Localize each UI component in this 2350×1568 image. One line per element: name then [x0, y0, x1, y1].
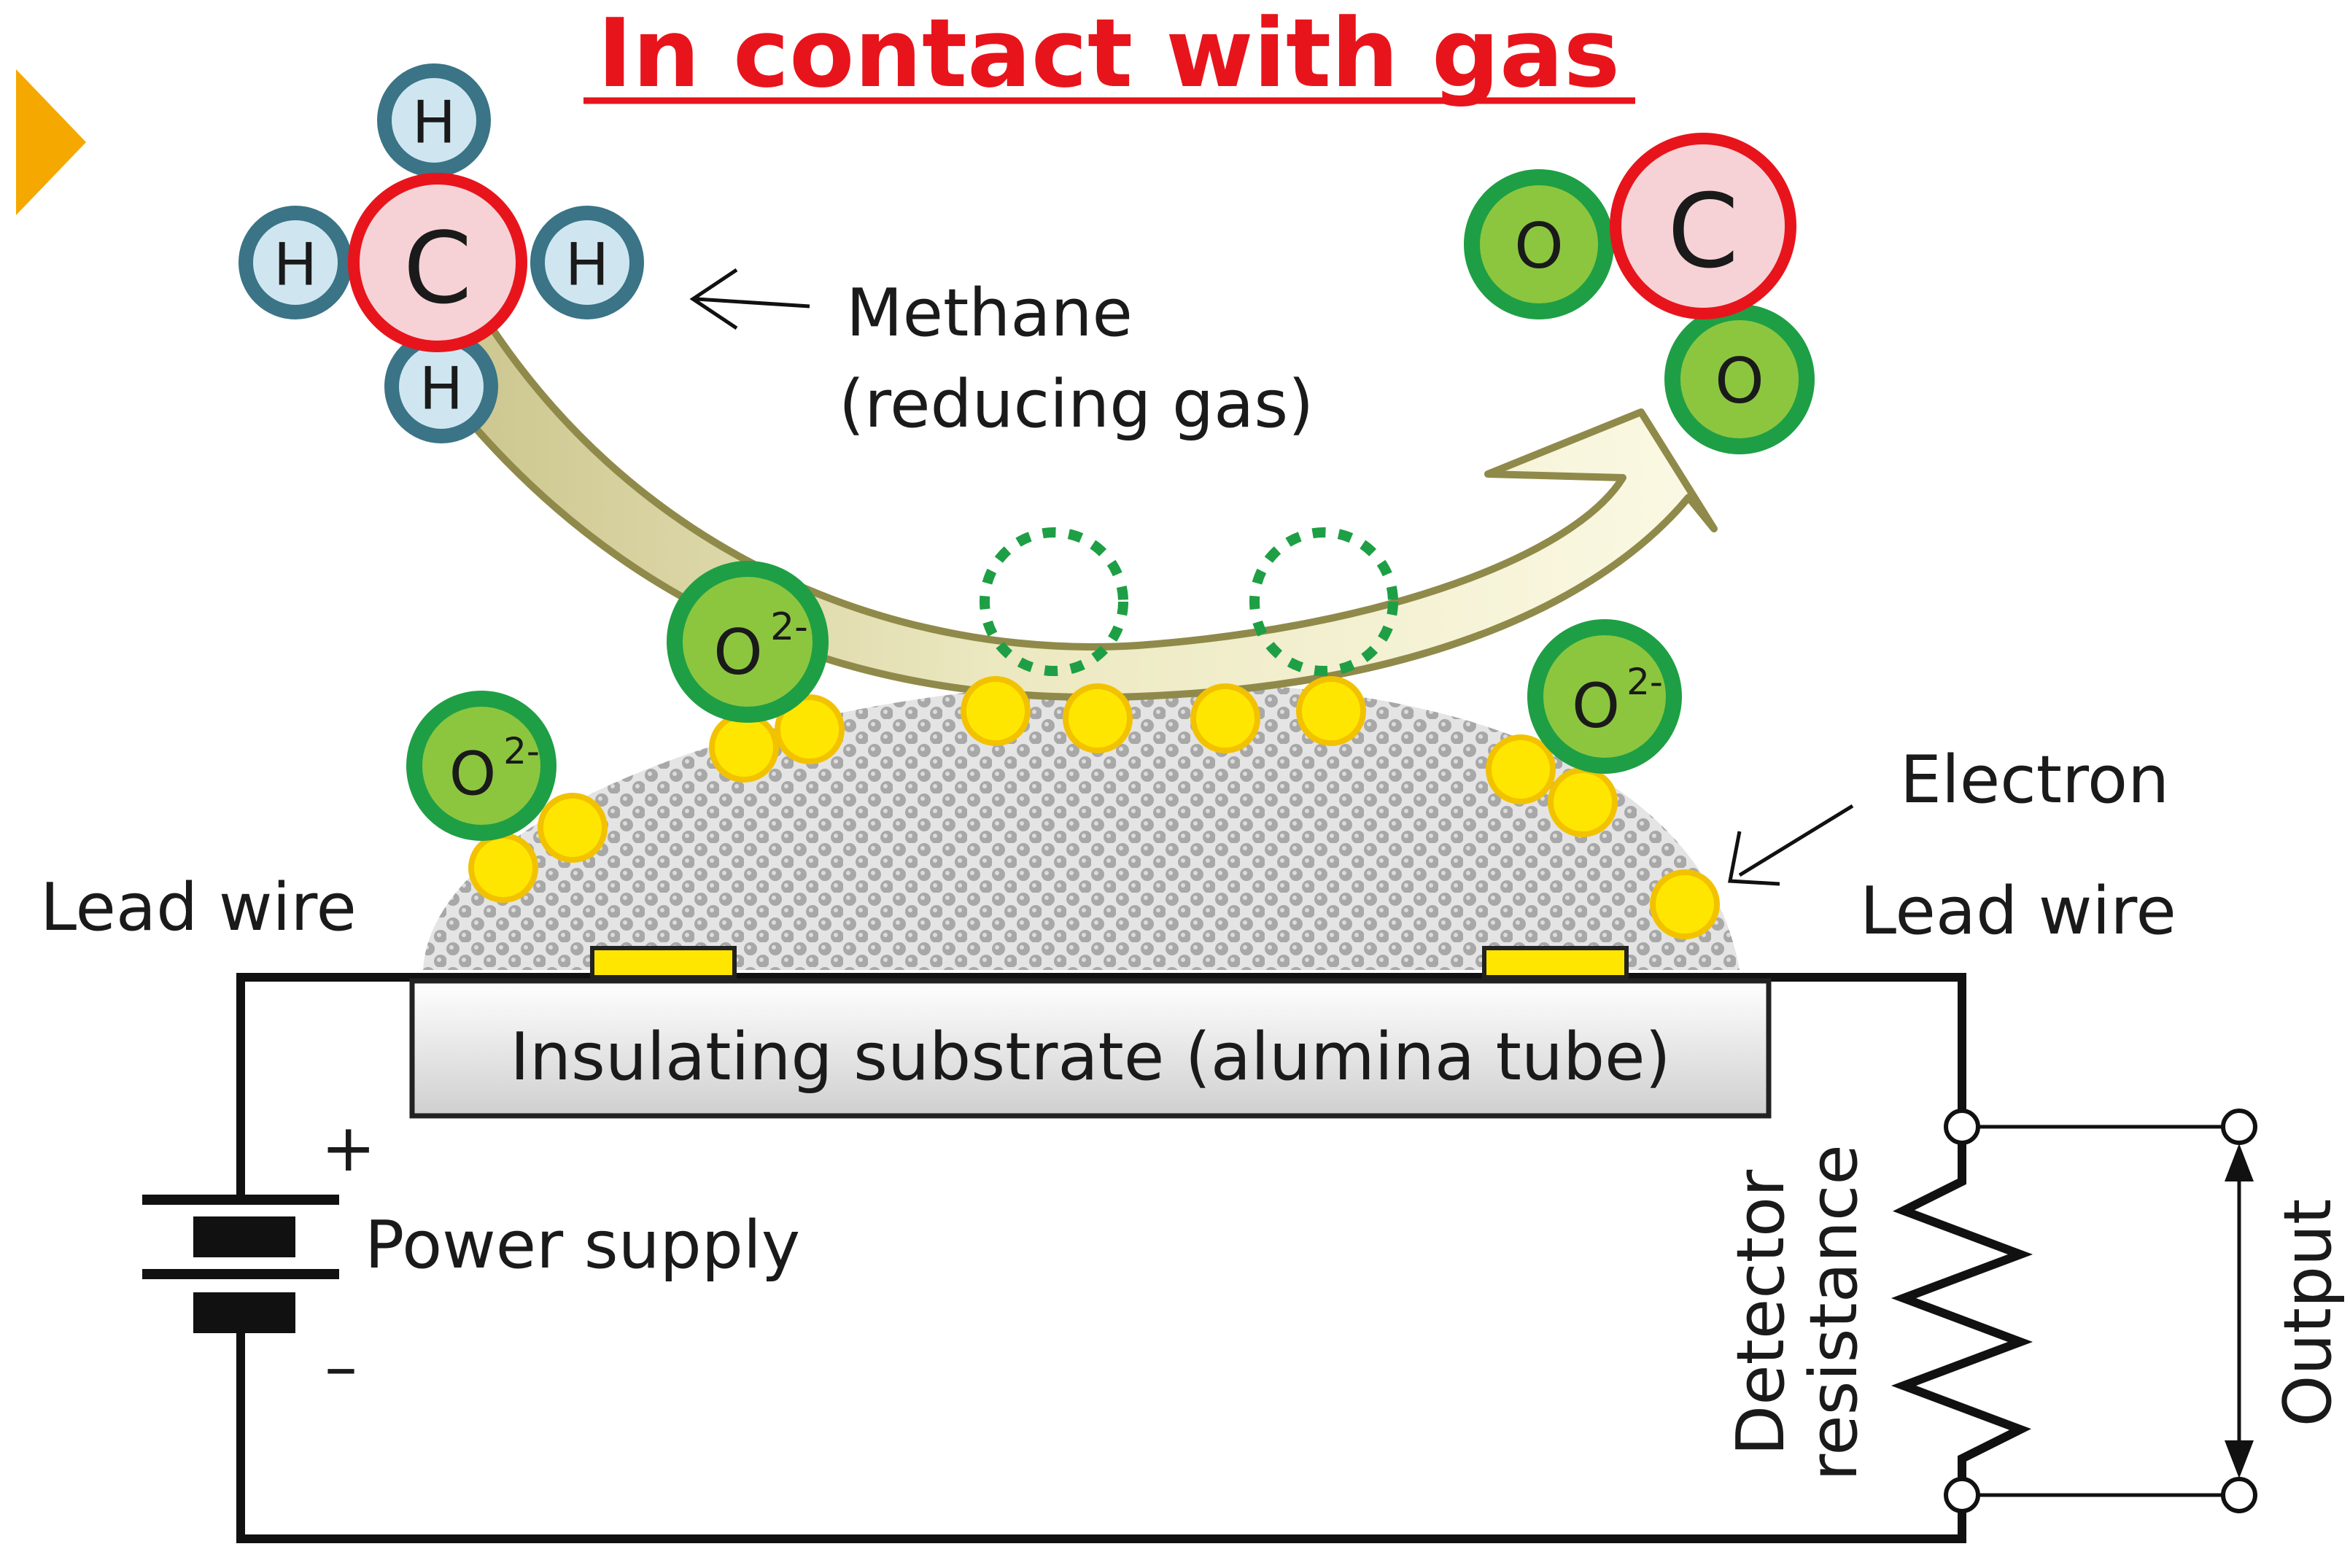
output-label: Output	[2270, 1199, 2346, 1427]
electron	[538, 793, 608, 863]
oxygen-ion: O 2-	[406, 691, 557, 841]
svg-text:O: O	[1572, 670, 1620, 742]
electron	[1063, 683, 1133, 753]
hydrogen-atom	[377, 63, 491, 177]
lead-pad-left	[590, 946, 737, 979]
electron	[1548, 767, 1618, 837]
electron	[775, 694, 845, 764]
lead-wire-label-left: Lead wire	[40, 869, 357, 946]
svg-text:O: O	[1715, 345, 1764, 418]
svg-text:2-: 2-	[770, 605, 808, 649]
methane-label: Methane	[846, 275, 1133, 352]
circuit-wire	[236, 973, 1966, 1128]
insulating-substrate	[409, 978, 1772, 1119]
methane-pointer-arrow	[696, 297, 810, 308]
oxygen-ion: O 2-	[1527, 619, 1682, 774]
electron	[709, 713, 779, 783]
svg-text:H: H	[419, 355, 463, 423]
carbon-atom	[348, 173, 527, 352]
electron-label: Electron	[1900, 742, 2169, 818]
svg-text:C: C	[403, 211, 472, 326]
hydrogen-atom	[239, 206, 352, 319]
svg-text:H: H	[565, 231, 609, 299]
plus-sign: +	[321, 1110, 376, 1187]
electron	[961, 676, 1031, 746]
minus-sign: –	[325, 1329, 357, 1405]
lead-pad-right	[1482, 946, 1629, 979]
power-supply-label: Power supply	[365, 1207, 800, 1284]
svg-text:2-: 2-	[1626, 661, 1663, 703]
lead-wire-label-right: Lead wire	[1860, 873, 2176, 950]
oxygen-atom	[1664, 304, 1815, 454]
svg-text:2-: 2-	[503, 730, 540, 772]
methane-molecule: H H H H C	[239, 63, 644, 443]
electron	[1296, 676, 1366, 746]
oxygen-atom	[1464, 169, 1614, 319]
substrate-label: Insulating substrate (alumina tube)	[510, 1019, 1670, 1095]
electron-pointer-head	[1728, 831, 1780, 886]
resistor-icon	[1891, 1119, 2033, 1499]
detector-resistance-label-line1: Detector	[1723, 1170, 1799, 1456]
svg-text:C: C	[1667, 173, 1739, 292]
diagram-title: In contact with gas	[597, 0, 1620, 109]
svg-text:O: O	[449, 740, 497, 810]
electron-pointer-arrow	[1738, 804, 1854, 877]
svg-text:O: O	[713, 616, 763, 689]
electron	[1650, 869, 1720, 939]
circuit-wire-bottom	[236, 1418, 1966, 1543]
section-marker-icon	[16, 69, 86, 215]
vacant-oxygen-site	[1249, 527, 1398, 676]
battery-icon	[142, 1195, 339, 1333]
svg-text:H: H	[412, 89, 456, 157]
electron	[468, 833, 538, 903]
svg-text:O: O	[1514, 210, 1564, 283]
carbon-atom	[1610, 133, 1796, 319]
methane-pointer-head	[689, 268, 738, 330]
detector-resistance-label-line2: resistance	[1796, 1144, 1872, 1481]
electron	[1190, 683, 1260, 753]
svg-text:H: H	[274, 231, 317, 299]
co2-molecule: O O C	[1464, 133, 1815, 454]
output-terminals	[1944, 1109, 2257, 1513]
oxygen-ion: O 2-	[667, 561, 829, 723]
electron	[1486, 734, 1556, 804]
reducing-gas-label: (reducing gas)	[839, 366, 1314, 443]
vacant-oxygen-site	[980, 527, 1128, 676]
hydrogen-atom	[530, 206, 644, 319]
electrons	[468, 676, 1720, 939]
